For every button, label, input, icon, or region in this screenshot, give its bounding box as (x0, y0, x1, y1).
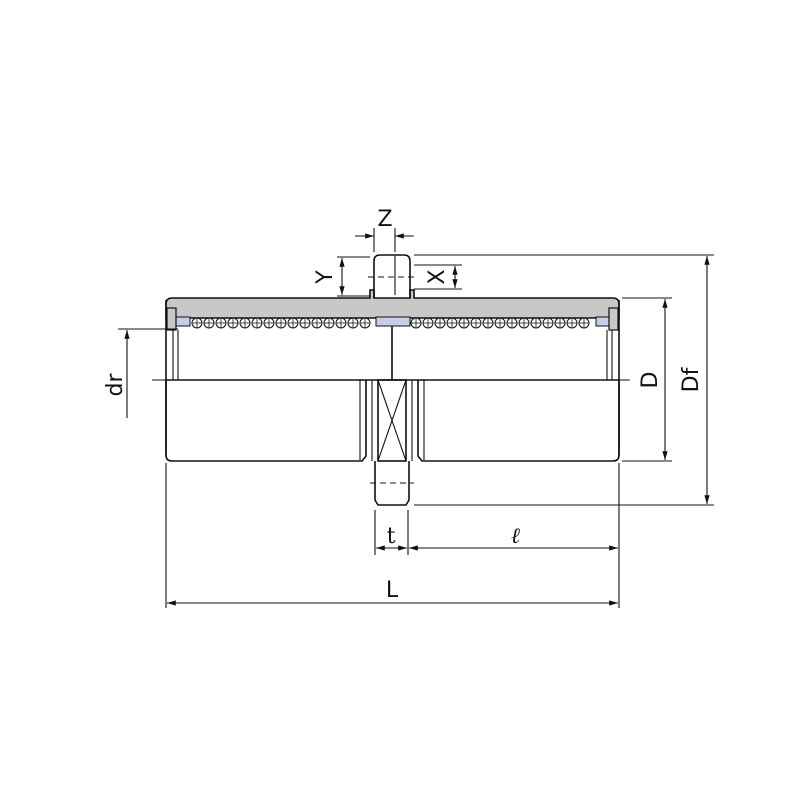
ball (494, 317, 506, 329)
ball (203, 317, 215, 329)
ball (470, 317, 482, 329)
ball (251, 317, 263, 329)
ball (359, 317, 371, 329)
ball (239, 317, 251, 329)
retainer-right (595, 316, 611, 327)
ball (554, 317, 566, 329)
flat-area (377, 379, 407, 462)
ball (458, 317, 470, 329)
flat-cross-2 (377, 379, 407, 462)
dim-label-d: D (638, 372, 663, 389)
ball (299, 317, 311, 329)
ball (215, 317, 227, 329)
ball (446, 317, 458, 329)
dim-label-x: X (425, 269, 450, 284)
dim-label-t: t (387, 524, 396, 549)
ball (578, 317, 590, 329)
ball (410, 317, 422, 329)
retainer-mid (375, 316, 411, 327)
ball-row (191, 317, 590, 329)
seal-right (608, 307, 619, 331)
ball (311, 317, 323, 329)
ball (422, 317, 434, 329)
ball (323, 317, 335, 329)
ball (227, 317, 239, 329)
ball (530, 317, 542, 329)
outer-shell (165, 289, 620, 319)
ball (263, 317, 275, 329)
ball (335, 317, 347, 329)
ball (542, 317, 554, 329)
lower-stud (374, 461, 410, 506)
dim-label-l-total: L (386, 578, 399, 603)
ball (347, 317, 359, 329)
ball (506, 317, 518, 329)
dim-label-dr: dr (103, 373, 128, 397)
ball (482, 317, 494, 329)
lower-body (165, 380, 620, 462)
dim-label-z: Z (377, 207, 392, 232)
retainer-left (175, 316, 191, 327)
upper-stud (373, 254, 411, 298)
dim-label-y: Y (313, 270, 338, 285)
ball (191, 317, 203, 329)
seal-left (166, 307, 177, 331)
ball (275, 317, 287, 329)
dim-label-l-small: ℓ (511, 523, 520, 549)
ball (434, 317, 446, 329)
dim-label-df: Df (679, 366, 704, 392)
ball (566, 317, 578, 329)
ball (518, 317, 530, 329)
ball (287, 317, 299, 329)
